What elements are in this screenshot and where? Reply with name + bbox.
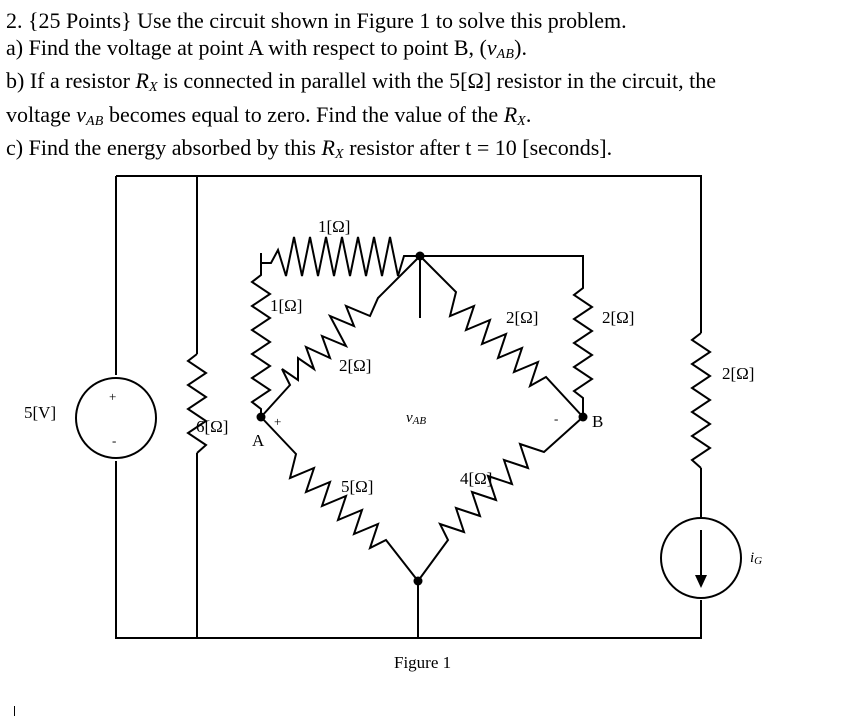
problem-line-5: c) Find the energy absorbed by this RX r… <box>6 135 841 169</box>
label-2ohm-far-right: 2[Ω] <box>722 364 754 383</box>
current-source <box>660 517 742 599</box>
resistor-2ohm-upper-right <box>419 255 584 418</box>
label-6ohm: 6[Ω] <box>196 417 228 436</box>
voltage-source <box>75 377 157 459</box>
var-sub: AB <box>496 46 515 62</box>
part-b-end: . <box>525 101 532 127</box>
resistor-2ohm-far-right <box>690 332 712 469</box>
part-b-text-cont: is connected in parallel with the 5[Ω] r… <box>157 68 716 93</box>
var-r: R <box>321 135 335 160</box>
wire-outer <box>115 175 702 639</box>
var-r: R <box>135 68 149 93</box>
problem-line-2: a) Find the voltage at point A with resp… <box>6 35 841 69</box>
source-voltage-label: 5[V] <box>24 403 56 422</box>
part-b-text: b) If a resistor <box>6 68 136 93</box>
current-arrow-head <box>695 575 707 588</box>
text-cursor <box>14 706 15 716</box>
label-2ohm-upper-left: 2[Ω] <box>339 356 371 375</box>
node-a-dot <box>256 412 266 422</box>
label-4ohm: 4[Ω] <box>460 469 492 488</box>
problem-line-1: 2. {25 Points} Use the circuit shown in … <box>6 8 841 35</box>
current-sub: G <box>754 555 762 567</box>
problem-line-3: b) If a resistor RX is connected in para… <box>6 68 841 102</box>
figure-caption: Figure 1 <box>394 653 451 672</box>
resistor-4ohm <box>417 416 584 582</box>
var-sub: X <box>148 80 158 95</box>
resistor-1ohm-left <box>250 253 272 417</box>
part-b-line2: voltage <box>6 101 77 127</box>
resistor-1ohm-top <box>260 236 420 277</box>
problem-line-4: voltage vAB becomes equal to zero. Find … <box>6 102 841 136</box>
vab-sub: AB <box>412 415 427 427</box>
part-c-end: resistor after t = 10 [seconds]. <box>343 135 613 160</box>
var-sub: X <box>517 113 526 129</box>
part-c-text: c) Find the energy absorbed by this <box>6 135 322 160</box>
vab-label: vAB <box>406 410 426 427</box>
node-bottom-dot <box>413 576 423 586</box>
label-2ohm-right-branch: 2[Ω] <box>602 308 634 327</box>
source-minus: - <box>112 433 116 448</box>
label-1ohm-top: 1[Ω] <box>318 217 350 236</box>
problem-statement: 2. {25 Points} Use the circuit shown in … <box>6 8 841 169</box>
var-r: R <box>503 101 518 127</box>
var-v: v <box>486 34 497 60</box>
current-label: iG <box>750 550 762 567</box>
current-var: i <box>750 550 754 566</box>
node-b-label: B <box>592 412 603 431</box>
wire-center <box>417 256 421 638</box>
part-a-text: a) Find the voltage at point A with resp… <box>6 34 487 60</box>
part-a-end: ). <box>514 34 527 60</box>
var-v: v <box>76 101 87 127</box>
problem-heading: 2. {25 Points} Use the circuit shown in … <box>6 8 627 33</box>
node-b-dot <box>578 412 588 422</box>
vab-var: v <box>406 410 413 426</box>
node-a-label: A <box>252 431 265 450</box>
var-sub: AB <box>86 113 104 129</box>
vab-minus-sign: - <box>554 411 558 426</box>
resistor-2ohm-right-branch <box>420 255 594 417</box>
resistor-5ohm <box>260 416 419 582</box>
label-2ohm-upper-right: 2[Ω] <box>506 308 538 327</box>
node-top-dot <box>415 251 425 261</box>
var-sub: X <box>334 147 344 162</box>
resistor-6ohm <box>186 353 208 454</box>
source-plus: + <box>109 389 116 404</box>
part-b-line2-cont: becomes equal to zero. Find the value of… <box>103 101 504 127</box>
resistor-2ohm-upper-left <box>260 255 421 418</box>
vab-plus-sign: + <box>274 414 281 429</box>
label-5ohm: 5[Ω] <box>341 477 373 496</box>
label-1ohm-left: 1[Ω] <box>270 296 302 315</box>
